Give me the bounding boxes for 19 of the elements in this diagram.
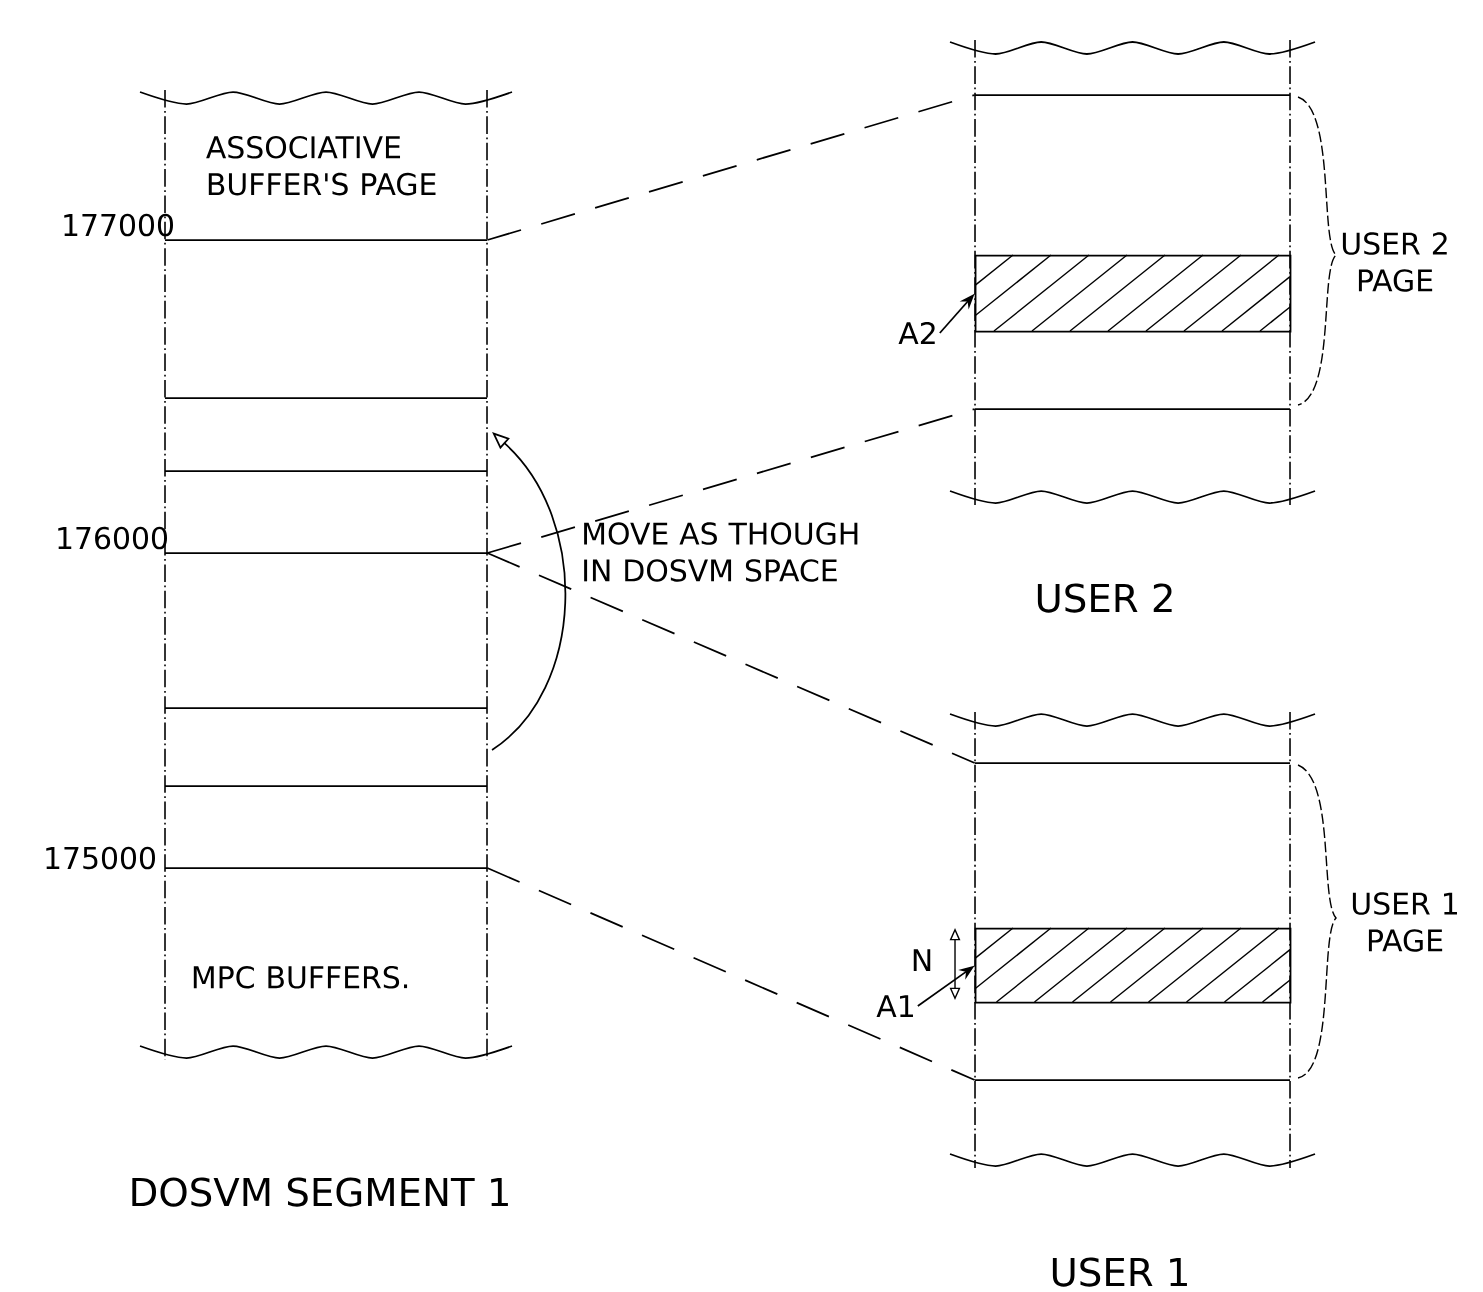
- address-marker: A1: [876, 995, 913, 1017]
- memory-column: USER 1: [949, 711, 1316, 1287]
- hatched-band: [974, 254, 1292, 333]
- memory-column: USER 2: [949, 39, 1316, 613]
- text-label: 176000: [58, 526, 167, 550]
- memory-cell-label: MPC BUFFERS.: [193, 965, 408, 989]
- mapping-line: [486, 867, 976, 1081]
- text-label: 175000: [46, 846, 155, 870]
- text-label: USER 2 PAGE: [1342, 232, 1447, 292]
- text-label: 177000: [64, 213, 173, 237]
- mapping-line: [486, 408, 976, 554]
- memory-cell-label: ASSOCIATIVE BUFFER'S PAGE: [206, 135, 436, 196]
- text-label: MOVE AS THOUGH IN DOSVM SPACE: [584, 522, 858, 582]
- text-label: N: [913, 949, 931, 971]
- text-label: USER 1 PAGE: [1352, 892, 1457, 952]
- mapping-line: [486, 94, 976, 241]
- address-marker: A2: [898, 321, 935, 345]
- mapping-line: [486, 552, 976, 764]
- hatched-band: [974, 927, 1292, 1004]
